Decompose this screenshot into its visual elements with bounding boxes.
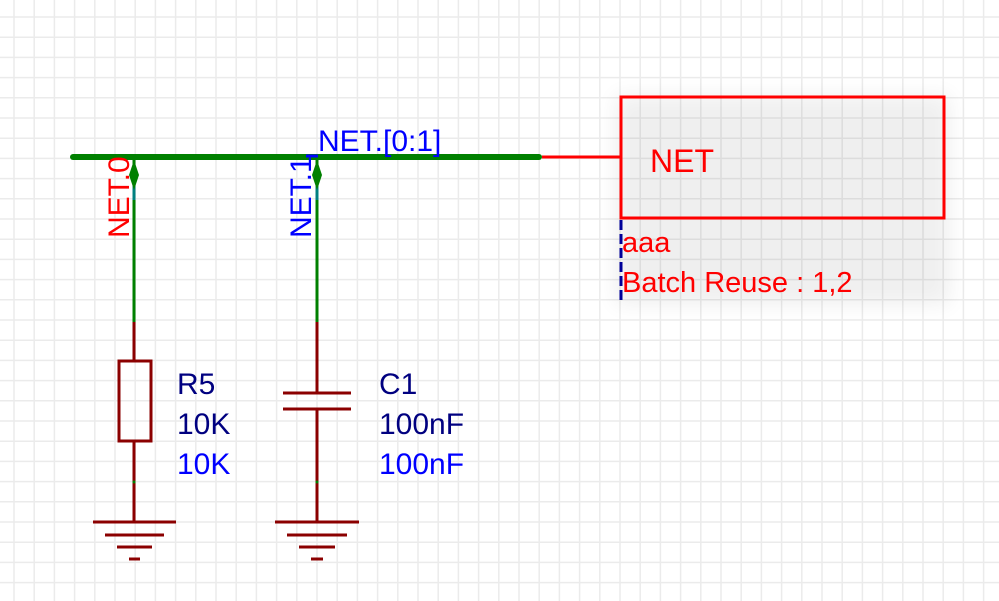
capacitor-c1[interactable]: C1 100nF 100nF <box>283 322 464 522</box>
resistor-r5[interactable]: R5 10K 10K <box>117 322 230 522</box>
block-shadow <box>615 95 950 305</box>
c1-designator: C1 <box>379 368 417 401</box>
net0-junction <box>129 160 139 190</box>
r5-designator: R5 <box>177 368 215 401</box>
block-attr-aaa: aaa <box>622 227 671 259</box>
bus-label: NET.[0:1] <box>318 125 441 158</box>
net0-label: NET.0 <box>103 156 136 238</box>
ground-r5[interactable] <box>93 520 176 561</box>
branch-net0: NET.0 <box>103 156 139 322</box>
r5-pin-dot <box>132 480 136 484</box>
r5-value-2: 10K <box>177 448 230 481</box>
c1-value: 100nF <box>379 408 464 441</box>
net1-junction <box>312 160 322 190</box>
net1-label: NET.1 <box>285 156 318 238</box>
block-attr-batch-reuse: Batch Reuse : 1,2 <box>622 267 853 299</box>
net-block[interactable] <box>619 95 946 220</box>
block-name: NET <box>650 143 714 179</box>
ground-c1[interactable] <box>275 520 359 561</box>
r5-value: 10K <box>177 408 230 441</box>
branch-net1: NET.1 <box>285 154 322 322</box>
c1-value-2: 100nF <box>379 448 464 481</box>
c1-pin-dot <box>315 480 319 484</box>
